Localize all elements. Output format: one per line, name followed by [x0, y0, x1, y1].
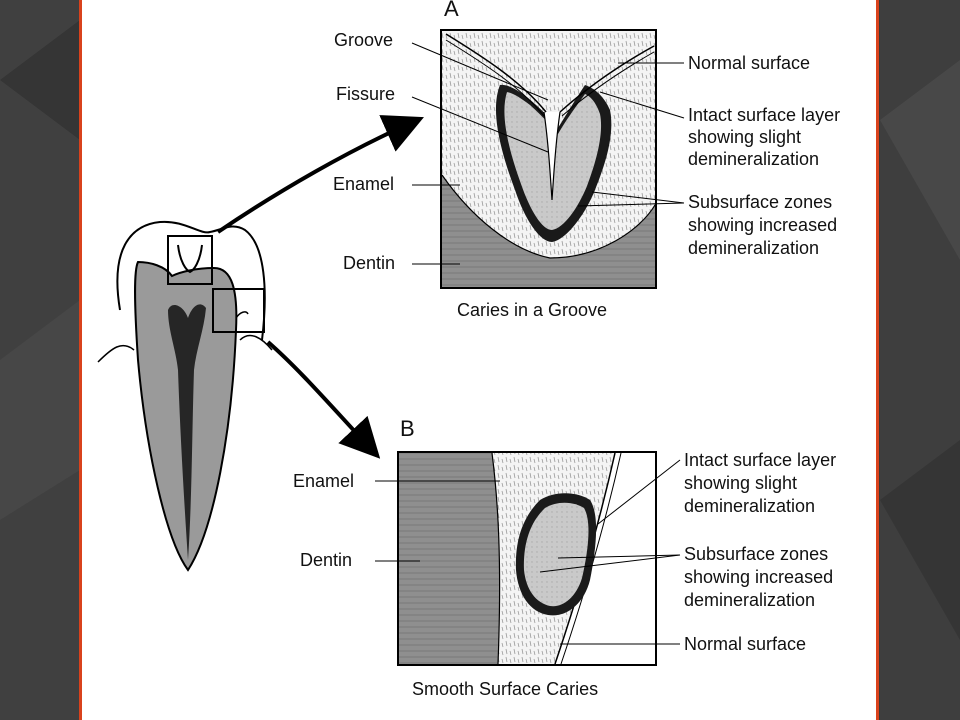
- panel-a-label-subsurface-line1: Subsurface zones: [688, 192, 832, 212]
- panel-b-label-subsurface-line1: Subsurface zones: [684, 544, 828, 564]
- panel-a-label-dentin: Dentin: [343, 253, 395, 273]
- panel-b-label-subsurface-line3: demineralization: [684, 590, 815, 610]
- panel-b-label-enamel: Enamel: [293, 471, 354, 491]
- panel-a-caption: Caries in a Groove: [457, 300, 607, 320]
- panel-b-label-intact-line3: demineralization: [684, 496, 815, 516]
- gum-line: [97, 344, 135, 363]
- panel-a-dej: [441, 174, 656, 259]
- panel-a-label-groove: Groove: [334, 30, 393, 50]
- panel-a-label-normal-surface: Normal surface: [688, 53, 810, 73]
- panel-b-letter: B: [400, 416, 415, 441]
- panel-b-label-intact-line2: showing slight: [684, 473, 797, 493]
- panel-b-dentin: [399, 453, 500, 664]
- panel-a-label-fissure: Fissure: [336, 84, 395, 104]
- panel-a-label-intact-line2: showing slight: [688, 127, 801, 147]
- panel-b-dej: [491, 452, 501, 665]
- panel-a-label-subsurface-line3: demineralization: [688, 238, 819, 258]
- panel-a-label-enamel: Enamel: [333, 174, 394, 194]
- occlusal-groove: [177, 244, 203, 274]
- panel-a-fissure: [543, 111, 561, 201]
- tooth-overview: [97, 220, 273, 572]
- panel-a-label-intact-line3: demineralization: [688, 149, 819, 169]
- panel-b-label-dentin: Dentin: [300, 550, 352, 570]
- panel-b-lesion-body: [523, 502, 589, 607]
- panel-b-label-intact-line1: Intact surface layer: [684, 450, 836, 470]
- panel-a-label-subsurface-line2: showing increased: [688, 215, 837, 235]
- panel-b-caption: Smooth Surface Caries: [412, 679, 598, 699]
- panel-a: A Groove Fissure Enamel Dentin Normal su…: [333, 0, 840, 320]
- groove-inset-box: [167, 235, 213, 285]
- smooth-surface-inset-box: [212, 288, 265, 333]
- panel-a-label-intact-line1: Intact surface layer: [688, 105, 840, 125]
- panel-b: B Enamel Dentin Intact surface layer sho…: [293, 416, 836, 699]
- arrow-to-panel-a: [216, 115, 424, 234]
- panel-b-label-subsurface-line2: showing increased: [684, 567, 833, 587]
- pulp-canal: [168, 304, 206, 560]
- arrow-to-panel-b: [266, 340, 381, 459]
- panel-a-dentin: [442, 175, 655, 287]
- panel-a-letter: A: [444, 0, 459, 21]
- gum-line-right: [239, 334, 273, 351]
- panel-b-label-normal-surface: Normal surface: [684, 634, 806, 654]
- panel-a-surface: [445, 33, 655, 113]
